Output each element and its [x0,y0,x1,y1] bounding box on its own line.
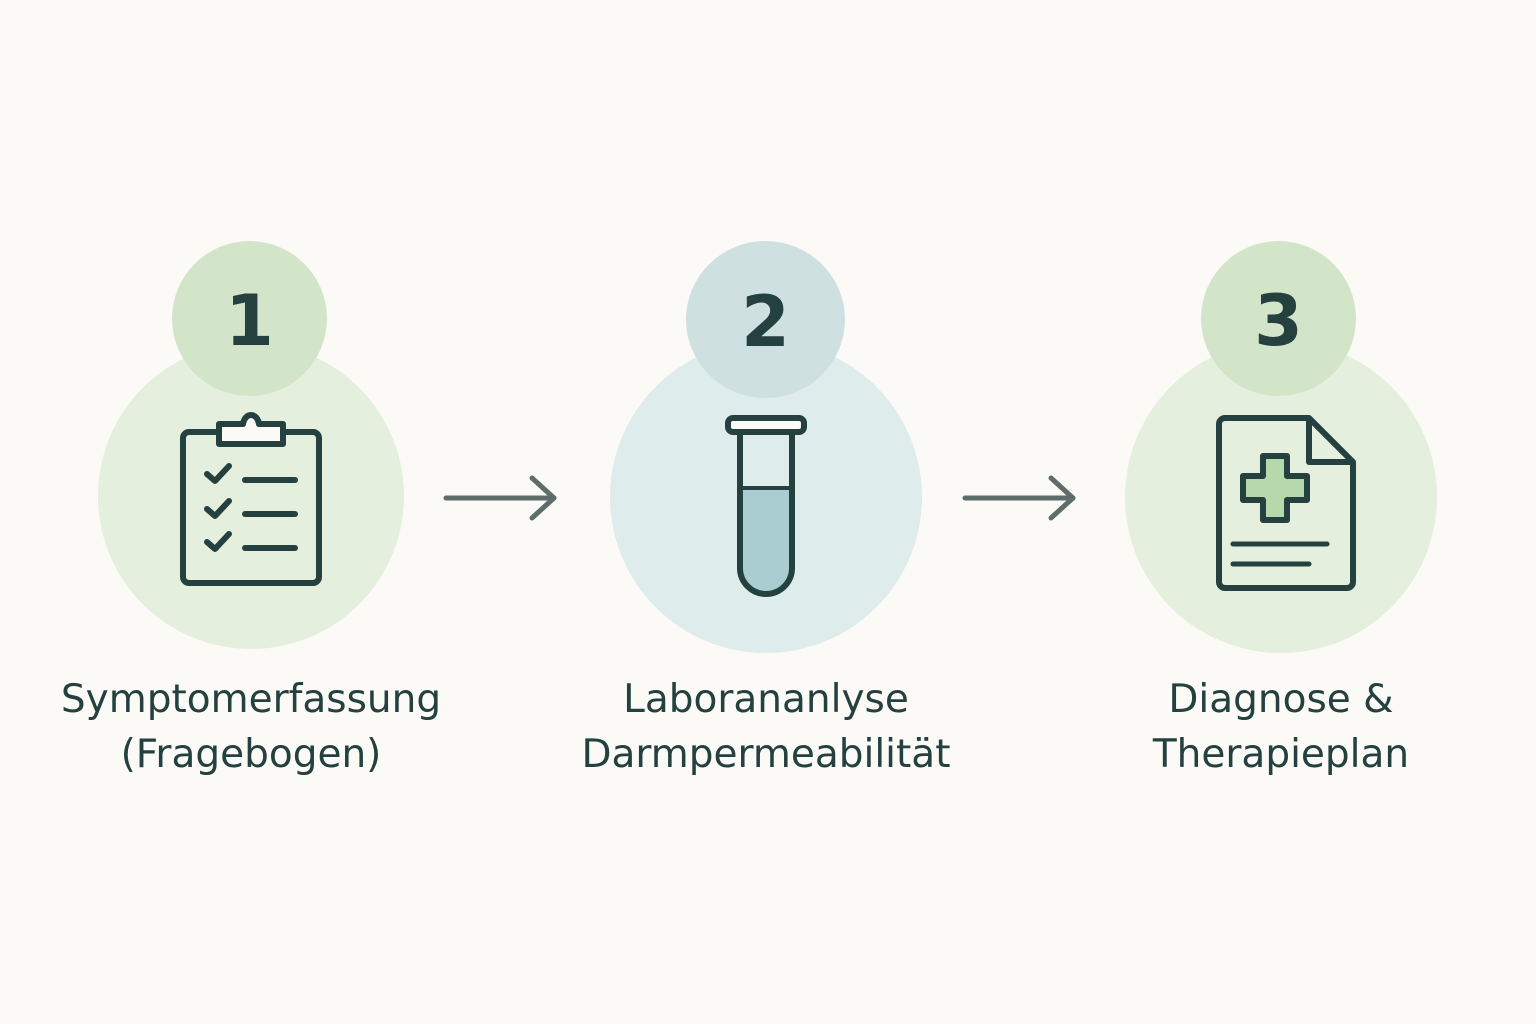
arrow-right-icon [443,475,557,521]
step-1-label-line-1: Symptomerfassung [60,677,442,722]
step-3-label-line-2: Therapieplan [1152,732,1410,777]
step-2-number-badge: 2 [686,241,845,398]
step-3: 3 Diagnose & Therapieplan [1031,0,1531,1024]
step-1: 1 Symptomerfassung (Fragebogen) [1,0,501,1024]
step-2-label-line-2: Darmpermeabilität [581,732,951,777]
step-1-label-line-2: (Fragebogen) [120,732,382,777]
step-2-label: Laborananlyse Darmpermeabilität [516,672,1016,782]
step-2: 2 Laborananlyse Darmpermeabilität [516,0,1016,1024]
clipboard-checklist-icon [180,412,322,586]
step-3-number-badge: 3 [1201,241,1356,396]
medical-document-icon [1216,415,1356,591]
step-3-label-line-1: Diagnose & [1168,677,1394,722]
step-1-label: Symptomerfassung (Fragebogen) [1,672,501,782]
arrow-right-icon [962,475,1076,521]
step-2-label-line-1: Laborananlyse [623,677,909,722]
step-3-label: Diagnose & Therapieplan [1031,672,1531,782]
step-3-number: 3 [1254,279,1303,362]
step-1-number: 1 [225,279,274,362]
step-2-number: 2 [741,280,790,363]
test-tube-icon [725,415,807,597]
step-1-number-badge: 1 [172,241,327,396]
